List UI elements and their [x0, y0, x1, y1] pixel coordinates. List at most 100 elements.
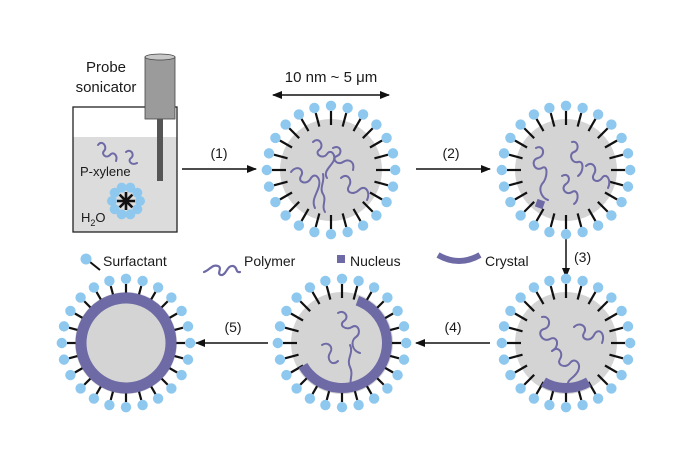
surfactant-head — [616, 132, 627, 144]
legend-polymer-label: Polymer — [244, 253, 296, 269]
surfactant-tail — [597, 127, 609, 139]
surfactant-head — [320, 399, 331, 411]
legend-nucleus-icon — [337, 255, 345, 263]
surfactant-tail — [523, 201, 535, 213]
droplet-5 — [56, 273, 196, 413]
surfactant-tail — [535, 291, 545, 305]
surfactant-head — [291, 292, 302, 303]
surfactant-head — [357, 109, 369, 120]
surfactant-head — [120, 273, 132, 284]
surfactant-head — [592, 393, 604, 404]
surfactant-tail — [514, 364, 528, 374]
surfactant-head — [606, 210, 617, 221]
surfactant-tail — [609, 180, 624, 187]
surfactant-head — [325, 229, 337, 240]
surfactant-head — [336, 402, 348, 413]
surfactant-head — [592, 282, 604, 293]
surfactant-tail — [352, 285, 359, 300]
polymer-strand — [312, 139, 336, 179]
legend-nucleus-label: Nucleus — [350, 253, 401, 269]
surfactant-tail — [288, 201, 300, 213]
surfactant-tail — [549, 213, 556, 228]
surfactant-head — [65, 305, 76, 317]
droplet-2 — [496, 100, 636, 240]
surfactant-head — [176, 305, 187, 317]
surfactant-tail — [508, 353, 523, 360]
surfactant-head — [498, 181, 510, 192]
polymer-strand — [320, 173, 326, 213]
surfactant-tail — [535, 381, 545, 395]
surfactant-head — [616, 369, 627, 381]
surfactant-head — [625, 337, 636, 349]
surfactant-head — [382, 292, 393, 303]
surfactant-tail — [549, 285, 556, 300]
surfactant-tail — [362, 127, 374, 139]
surfactant-head — [496, 337, 507, 349]
surfactant-head — [280, 210, 291, 221]
water-micelle-icon — [107, 182, 145, 220]
polymer-strand — [539, 315, 558, 352]
probe-top — [144, 53, 176, 61]
surfactant-head — [382, 383, 393, 394]
droplet-1 — [261, 100, 401, 240]
mini-head — [125, 182, 136, 193]
surfactant-head — [498, 148, 510, 159]
step-label-2: (2) — [442, 145, 459, 161]
surfactant-head — [401, 337, 412, 349]
mini-head — [132, 204, 143, 215]
surfactant-head — [58, 321, 70, 332]
surfactant-head — [320, 275, 331, 287]
surfactant-tail — [279, 139, 293, 149]
surfactant-head — [544, 399, 555, 411]
polymer-strand — [337, 311, 361, 354]
surfactant-head — [137, 275, 148, 287]
surfactant-head — [496, 164, 507, 176]
surfactant-head — [293, 109, 305, 120]
surfactant-head — [528, 393, 540, 404]
surfactant-tail — [514, 312, 528, 322]
surfactant-tail — [597, 201, 609, 213]
legend-polymer-icon — [202, 264, 242, 277]
surfactant-tail — [587, 291, 597, 305]
surfactant-head — [104, 399, 115, 411]
surfactant-tail — [514, 191, 528, 201]
surfactant-head — [622, 321, 634, 332]
surfactant-head — [381, 132, 392, 144]
surfactant-head — [606, 119, 617, 130]
surfactant-tail — [523, 374, 535, 386]
surfactant-head — [176, 369, 187, 381]
nucleus-mark — [534, 198, 546, 210]
surfactant-head — [325, 100, 337, 112]
polymer-strand — [347, 344, 353, 388]
sonicator-title-line2: sonicator — [76, 79, 137, 96]
surfactant-head — [505, 132, 516, 144]
surfactant-head — [606, 292, 617, 303]
polymer-strand — [573, 323, 604, 344]
surfactant-tail — [362, 201, 374, 213]
surfactant-head — [88, 393, 100, 404]
surfactant-tail — [587, 208, 597, 222]
surfactant-head — [528, 282, 540, 293]
surfactant-head — [505, 305, 516, 317]
surfactant-head — [263, 148, 275, 159]
surfactant-head — [577, 399, 588, 411]
surfactant-tail — [290, 364, 304, 374]
droplet-core — [280, 119, 382, 221]
surfactant-head — [622, 354, 634, 365]
surfactant-head — [274, 321, 286, 332]
surfactant-head — [261, 164, 272, 176]
polymer-strand — [551, 347, 580, 388]
legend-crystal-icon — [436, 252, 482, 264]
surfactant-head — [166, 292, 177, 303]
legend-surfactant-icon — [80, 253, 101, 271]
surfactant-head — [304, 393, 316, 404]
surfactant-head — [137, 399, 148, 411]
surfactant-tail — [284, 353, 299, 360]
surfactant-head — [577, 226, 588, 238]
surfactant-tail — [609, 153, 624, 160]
mini-head — [116, 182, 127, 193]
surfactant-tail — [508, 153, 523, 160]
polymer-strand — [340, 174, 370, 201]
surfactant-tail — [300, 118, 310, 132]
